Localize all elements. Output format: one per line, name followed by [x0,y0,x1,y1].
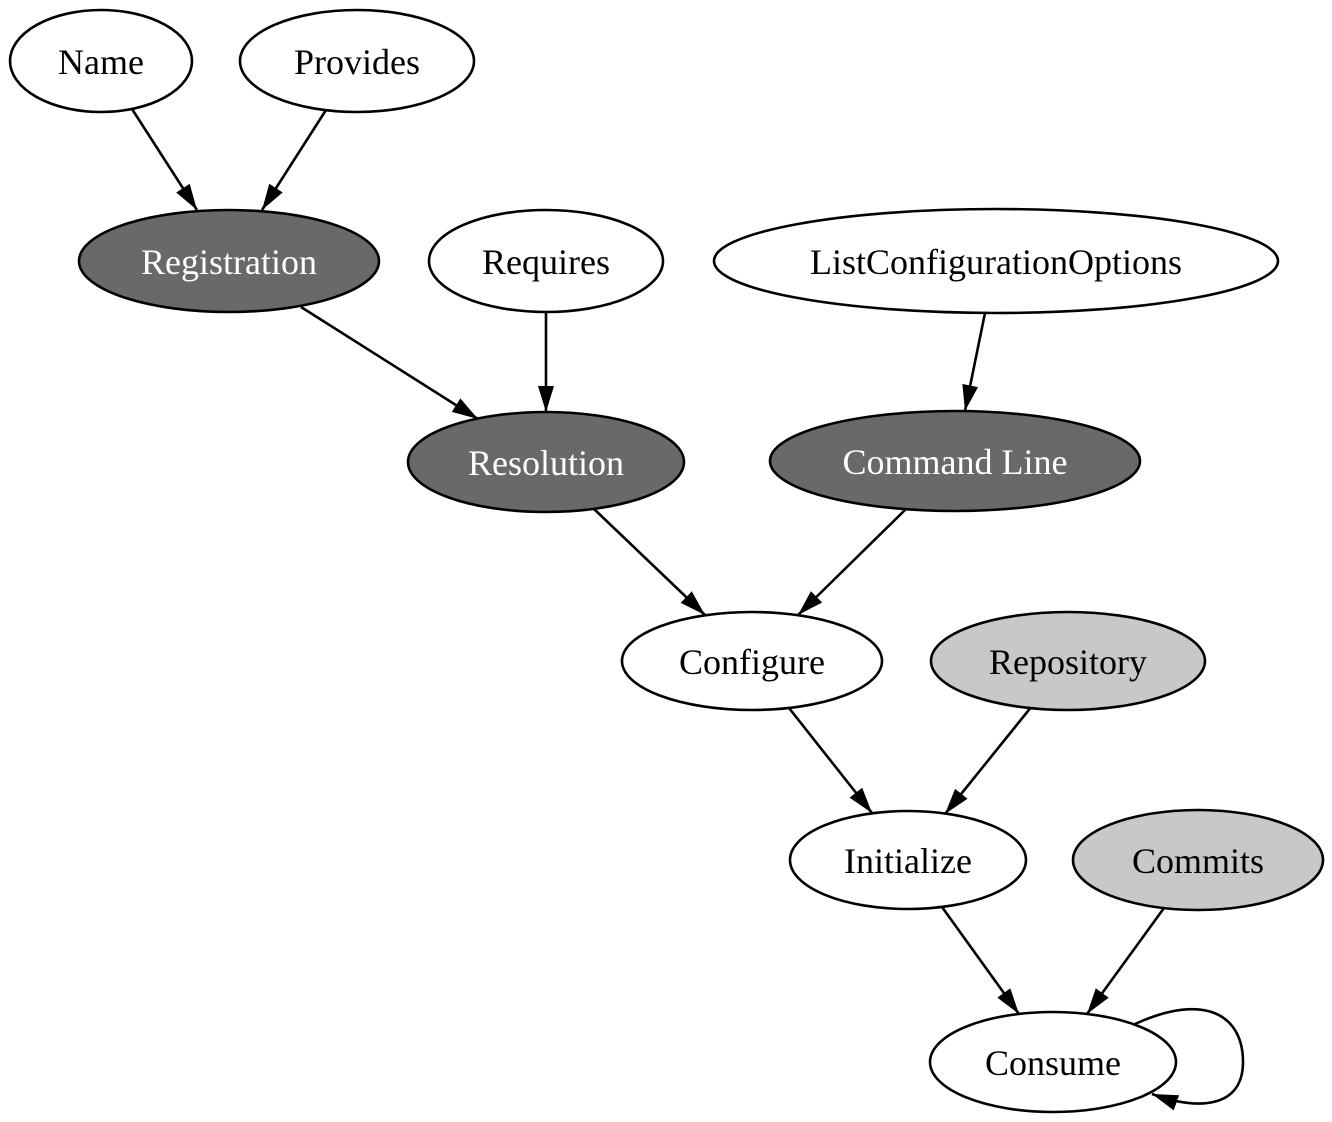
edge-registration-to-resolution [300,305,479,421]
edge-repository-to-initialize [943,705,1034,815]
node-provides-ellipse [238,8,476,114]
node-command-line-ellipse [768,409,1142,513]
node-requires-label: Requires [482,242,610,282]
node-requires: Requires [427,208,665,314]
node-name: Name [8,8,194,114]
edge-consume-self-loop [1134,1007,1245,1111]
node-initialize-ellipse [788,809,1028,911]
node-name-label: Name [58,42,144,82]
node-requires-ellipse [427,208,665,314]
node-configure-ellipse [620,610,884,712]
node-list-configuration-options: ListConfigurationOptions [712,207,1280,315]
node-commits: Commits [1071,808,1325,912]
node-commits-ellipse [1071,808,1325,912]
node-initialize: Initialize [788,809,1028,911]
node-list-configuration-options-label: ListConfigurationOptions [810,242,1182,282]
edge-listconfigurationoptions-to-command-line [962,312,987,412]
node-command-line-label: Command Line [843,442,1068,482]
node-list-configuration-options-ellipse [712,207,1280,315]
node-provides: Provides [238,8,476,114]
edge-resolution-to-configure [593,508,706,616]
node-repository: Repository [929,610,1207,712]
node-consume-label: Consume [985,1043,1121,1083]
node-command-line: Command Line [768,409,1142,513]
node-configure: Configure [620,610,884,712]
edge-initialize-to-consume [940,906,1021,1015]
node-consume: Consume [928,1010,1178,1114]
node-initialize-label: Initialize [844,841,972,881]
edge-commits-to-consume [1085,907,1166,1015]
node-resolution: Resolution [406,410,686,514]
node-provides-label: Provides [294,42,420,82]
node-name-ellipse [8,8,194,114]
edge-provides-to-registration [260,109,328,211]
node-repository-ellipse [929,610,1207,712]
node-registration: Registration [77,208,381,314]
node-consume-ellipse [928,1010,1178,1114]
node-repository-label: Repository [989,642,1147,682]
node-configure-label: Configure [679,642,825,682]
node-resolution-ellipse [406,410,686,514]
node-registration-ellipse [77,208,381,314]
edge-name-to-registration [130,108,199,211]
node-registration-label: Registration [141,242,317,282]
edge-configure-to-initialize [787,707,874,814]
edges-layer [130,108,1245,1111]
node-resolution-label: Resolution [468,443,624,483]
node-commits-label: Commits [1132,841,1264,881]
edge-command-line-to-configure [797,508,907,616]
